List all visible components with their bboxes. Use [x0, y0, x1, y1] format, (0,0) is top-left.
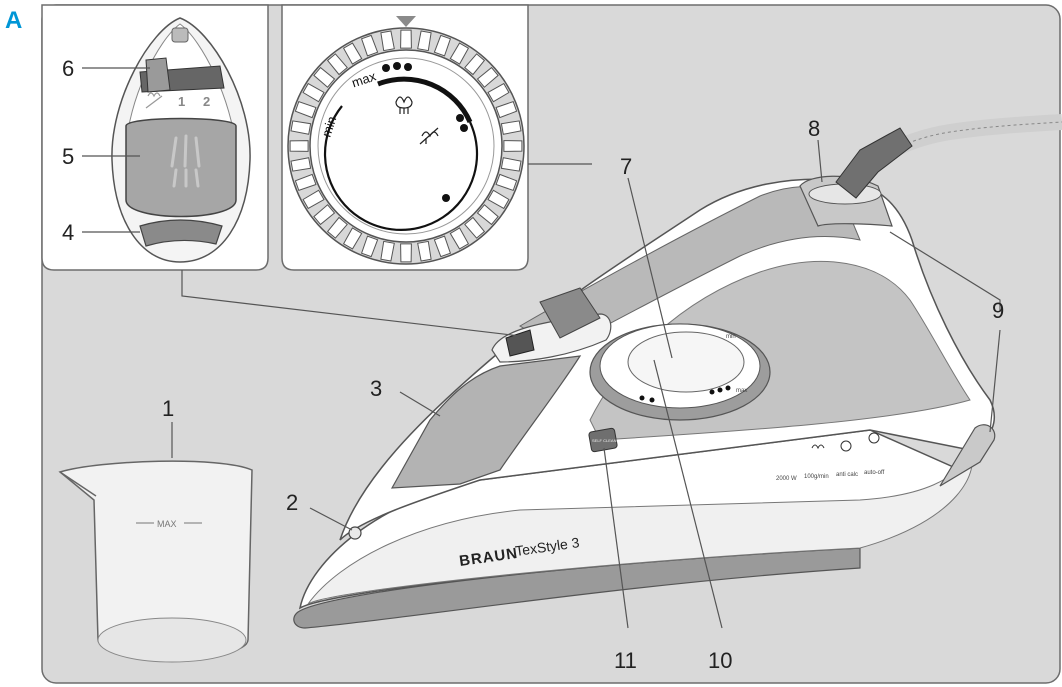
dial-tooth	[400, 243, 412, 263]
dial-tooth	[326, 216, 348, 239]
callout-4: 4	[62, 220, 74, 245]
steam-lever	[145, 57, 171, 93]
callout-9: 9	[992, 298, 1004, 323]
dial-tooth	[342, 42, 363, 65]
auto-off-icon	[868, 432, 880, 444]
dial-tooth	[503, 140, 523, 152]
dial-tooth	[400, 29, 412, 49]
dial-tooth	[487, 82, 510, 103]
dial-steam-icon	[395, 96, 413, 114]
dial-detail: min max	[287, 16, 525, 265]
dial-no-steam-icon	[419, 127, 439, 145]
spec-steam-rate: 100g/min	[804, 474, 829, 480]
iron-dial-min: min	[726, 334, 736, 340]
dial-tooth	[380, 240, 395, 262]
callout-11: 11	[614, 648, 637, 673]
dial-tooth	[326, 53, 348, 76]
dial-tooth	[464, 53, 486, 76]
dial-tooth	[495, 173, 518, 192]
callout-10: 10	[708, 648, 732, 673]
steam-symbol-icon	[145, 92, 163, 109]
dial-tooth	[294, 100, 317, 119]
callout-3: 3	[370, 376, 382, 401]
dial-tooth	[290, 120, 312, 135]
dial-tooth	[449, 227, 470, 250]
steam-position-2: 2	[203, 94, 210, 109]
spray-button	[125, 117, 237, 218]
dial-tooth	[290, 157, 312, 172]
dial-tooth	[360, 34, 379, 57]
dial-tooth	[433, 235, 452, 258]
dial-max-label: max	[350, 68, 378, 90]
dial-tooth	[476, 66, 499, 88]
dial-tooth	[289, 140, 309, 152]
measuring-jug: MAX	[58, 460, 253, 663]
callout-6: 6	[62, 56, 74, 81]
temperature-dial: min max	[589, 323, 771, 421]
dial-tooth	[302, 189, 325, 210]
dial-tooth	[302, 82, 325, 103]
dial-tooth	[342, 227, 363, 250]
dial-tooth	[487, 189, 510, 210]
iron-illustration: min max SELF CLEAN BRAUN TexStyle 3 2000…	[293, 114, 1062, 629]
dial-tooth	[464, 216, 486, 239]
callout-8: 8	[808, 116, 820, 141]
dial-tooth	[495, 100, 518, 119]
dial-tooth	[313, 66, 336, 88]
soleplate	[293, 547, 861, 629]
callout-1: 1	[162, 396, 174, 421]
dial-tooth	[417, 240, 432, 262]
dial-tooth	[313, 204, 336, 226]
dial-min-label: min	[319, 114, 340, 139]
dial-tooth	[500, 120, 522, 135]
cord-rest	[939, 424, 996, 487]
callout-7: 7	[620, 154, 632, 179]
callout-2: 2	[286, 490, 298, 515]
anti-calc-icon	[840, 440, 852, 452]
shot-steam-button	[139, 219, 223, 247]
self-clean-label: SELF CLEAN	[592, 438, 617, 443]
dial-tooth	[449, 42, 470, 65]
section-letter: A	[5, 7, 22, 34]
dial-tooth	[294, 173, 317, 192]
dial-tooth	[360, 235, 379, 258]
dial-tooth	[500, 157, 522, 172]
water-tank-window	[390, 355, 582, 489]
spec-anti-calc: anti calc	[836, 472, 858, 478]
dial-tooth	[476, 204, 499, 226]
dial-indicator-icon	[396, 16, 416, 27]
control-top-view: 1 2	[111, 17, 251, 263]
spec-power: 2000 W	[776, 476, 797, 482]
callout-5: 5	[62, 144, 74, 169]
dial-tooth	[417, 30, 432, 52]
dial-tooth	[380, 30, 395, 52]
iron-dial-max: max	[736, 388, 747, 394]
steam-rate-icon	[811, 444, 825, 450]
dial-tooth	[433, 34, 452, 57]
spec-auto-off: auto-off	[864, 470, 885, 476]
steam-position-1: 1	[178, 94, 185, 109]
jug-max-mark: MAX	[157, 519, 177, 529]
